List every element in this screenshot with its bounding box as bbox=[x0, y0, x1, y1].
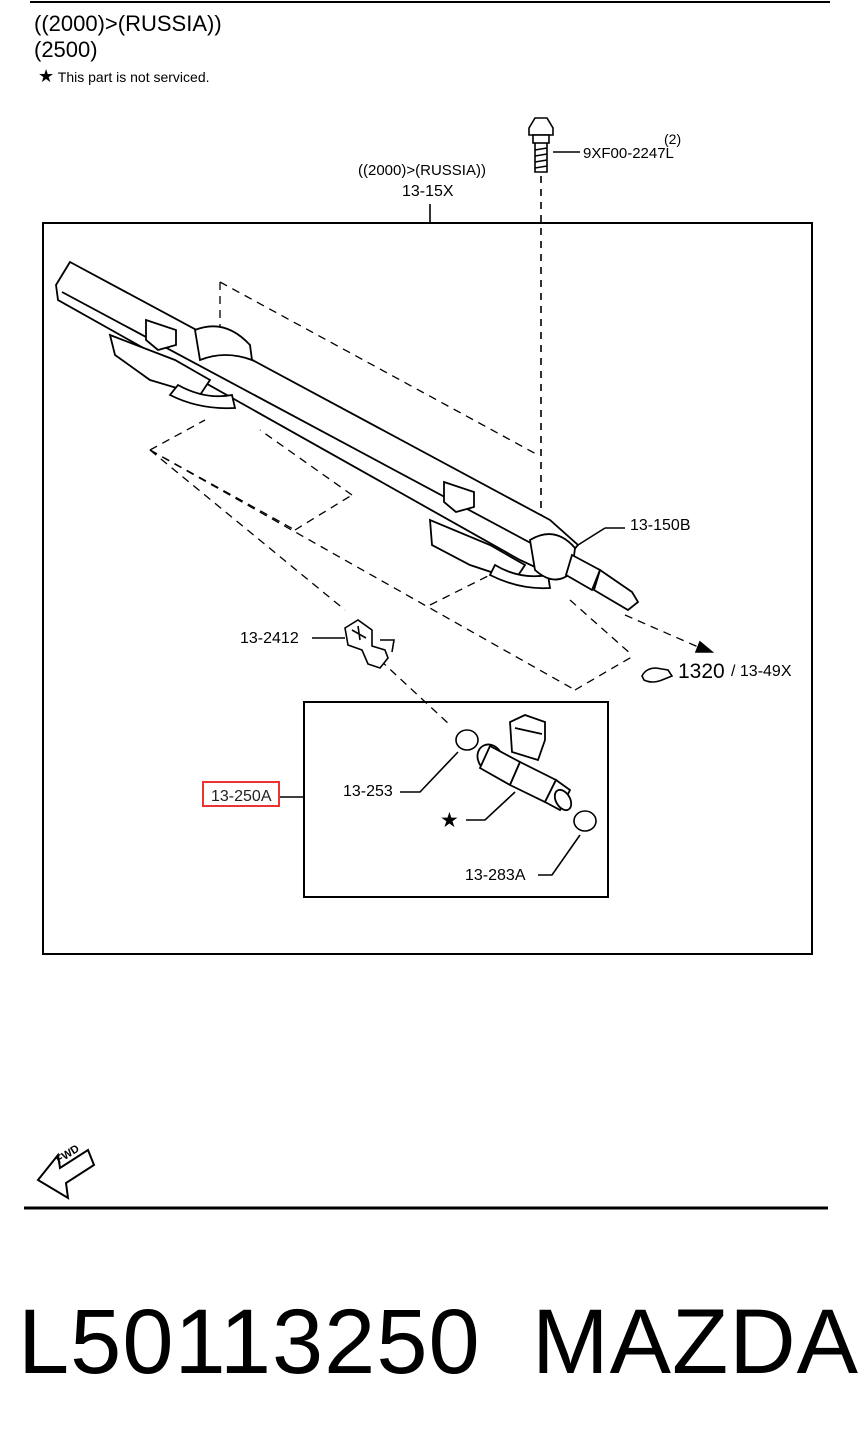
injector-icon bbox=[476, 714, 573, 812]
ref-main-label[interactable]: 1320 bbox=[678, 660, 725, 683]
main-frame bbox=[42, 222, 813, 955]
rail-condition-label: ((2000)>(RUSSIA)) bbox=[358, 162, 486, 179]
lower-oring-label[interactable]: 13-283A bbox=[465, 867, 526, 884]
injector-assy-label[interactable]: 13-250A bbox=[202, 781, 280, 807]
hose-end-label[interactable]: 13-150B bbox=[630, 517, 691, 534]
condition-line-2: (2500) bbox=[34, 37, 98, 62]
bolt-part-label[interactable]: 9XF00-2247L bbox=[583, 145, 674, 162]
clip-icon bbox=[344, 619, 395, 669]
star-icon: ★ bbox=[38, 66, 55, 86]
bolt-icon bbox=[528, 117, 554, 173]
note-text: This part is not serviced. bbox=[57, 69, 210, 85]
brand-name: MAZDA bbox=[532, 1291, 859, 1393]
part-number: L50113250 bbox=[18, 1291, 481, 1393]
ref-sub-label[interactable]: / 13-49X bbox=[731, 663, 792, 680]
rail-part-label[interactable]: 13-15X bbox=[402, 183, 454, 200]
lower-oring-icon bbox=[573, 810, 597, 832]
not-serviced-star-icon: ★ bbox=[440, 809, 459, 832]
pointer-hand-icon bbox=[641, 667, 674, 683]
injector-subframe bbox=[303, 701, 609, 898]
not-serviced-note: ★ This part is not serviced. bbox=[38, 66, 210, 86]
fwd-arrow-icon bbox=[36, 1148, 96, 1200]
fuel-rail bbox=[55, 260, 640, 612]
bolt-qty-label: (2) bbox=[664, 131, 682, 147]
upper-oring-label[interactable]: 13-253 bbox=[343, 783, 393, 800]
upper-oring-icon bbox=[455, 729, 479, 751]
clip-label[interactable]: 13-2412 bbox=[240, 630, 299, 647]
condition-line-1: ((2000)>(RUSSIA)) bbox=[34, 11, 222, 36]
